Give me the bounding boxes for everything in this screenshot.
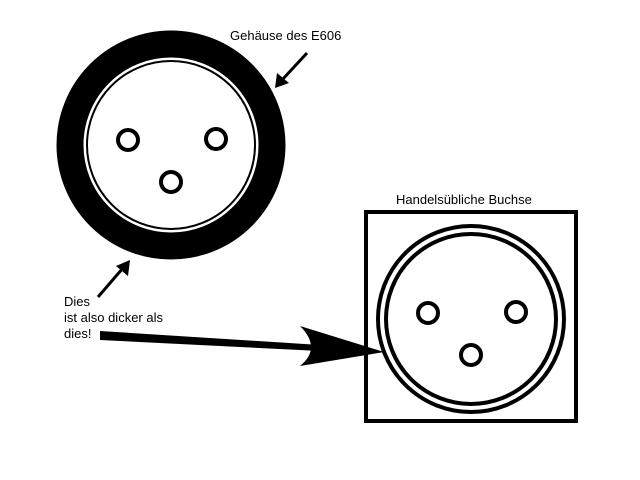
commercial-pin-hole-left [416,301,440,325]
e606-outer-ring [56,30,286,260]
e606-pin-hole-right [204,127,228,151]
commercial-socket-frame [364,210,578,423]
commercial-pin-hole-right [504,300,528,324]
arrow-to-housing [275,51,309,88]
commercial-socket-outer-ring [376,224,566,414]
e606-housing [56,30,286,260]
e606-pin-hole-left [116,128,140,152]
comparison-note-line-1: Dies [64,294,91,309]
commercial-socket [364,210,578,423]
commercial-socket-label: Handelsübliche Buchse [396,192,532,207]
comparison-note-line-2: ist also dicker als [64,310,163,325]
e606-inner-ring [86,60,256,230]
commercial-socket-inner-ring [384,232,558,406]
comparison-note-line-3: dies! [64,326,92,341]
arrow-to-commercial-socket [100,326,384,366]
e606-pin-hole-bottom [159,170,183,194]
arrow-to-thick-ring [96,260,130,298]
housing-label: Gehäuse des E606 [230,28,342,43]
commercial-pin-hole-bottom [459,343,483,367]
comparison-note: Dies ist also dicker als dies! [64,294,163,342]
